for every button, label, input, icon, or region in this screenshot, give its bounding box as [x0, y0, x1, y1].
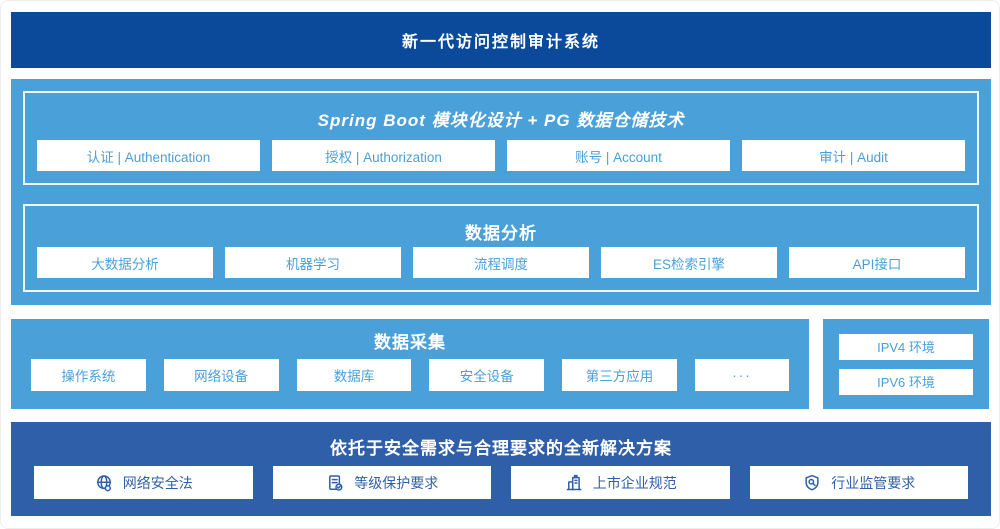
source-database: 数据库: [296, 359, 412, 391]
module-account: 账号 | Account: [507, 140, 730, 171]
solution-item-industry-regulation: 行业监管要求: [749, 466, 968, 499]
solution-item-listed-company: 上市企业规范: [511, 466, 730, 499]
solution-item-cybersecurity-law: 网络安全法: [34, 466, 253, 499]
module-api: API接口: [789, 247, 965, 278]
env-ipv6: IPV6 环境: [839, 368, 973, 395]
module-authentication: 认证 | Authentication: [37, 140, 260, 171]
globe-network-icon: [94, 473, 114, 493]
module-es-search: ES检索引擎: [601, 247, 777, 278]
system-title-banner: 新一代访问控制审计系统: [11, 12, 991, 68]
solution-items-row: 网络安全法 等级保护要求: [11, 466, 991, 499]
source-operating-system: 操作系统: [31, 359, 146, 391]
solution-item-classified-protection: 等级保护要求: [272, 466, 491, 499]
data-analysis-section: 数据分析 大数据分析 机器学习 流程调度 ES检索引擎 API接口: [23, 204, 979, 292]
spring-boot-title: Spring Boot 模块化设计 + PG 数据仓储技术: [317, 111, 685, 130]
building-icon: [564, 473, 584, 493]
env-ipv4: IPV4 环境: [839, 333, 973, 360]
platform-layer: Spring Boot 模块化设计 + PG 数据仓储技术 认证 | Authe…: [11, 79, 991, 305]
solution-item-label: 上市企业规范: [592, 474, 677, 491]
module-audit: 审计 | Audit: [742, 140, 965, 171]
module-machine-learning: 机器学习: [225, 247, 401, 278]
solution-item-label: 等级保护要求: [354, 474, 439, 491]
source-more-ellipsis: ···: [694, 359, 790, 391]
solution-title: 依托于安全需求与合理要求的全新解决方案: [330, 439, 672, 458]
module-authorization: 授权 | Authorization: [272, 140, 495, 171]
solution-item-label: 网络安全法: [122, 474, 193, 491]
source-network-device: 网络设备: [163, 359, 279, 391]
document-check-icon: [325, 473, 345, 493]
data-analysis-modules-row: 大数据分析 机器学习 流程调度 ES检索引擎 API接口: [25, 247, 977, 278]
source-third-party-app: 第三方应用: [562, 359, 677, 391]
solution-item-label: 行业监管要求: [831, 474, 916, 491]
source-security-device: 安全设备: [429, 359, 545, 391]
spring-boot-modules-row: 认证 | Authentication 授权 | Authorization 账…: [25, 140, 977, 171]
module-big-data: 大数据分析: [37, 247, 213, 278]
data-collection-title: 数据采集: [374, 333, 446, 352]
data-collection-sources-row: 操作系统 网络设备 数据库 安全设备 第三方应用 ···: [11, 359, 809, 391]
data-analysis-title: 数据分析: [465, 224, 537, 243]
shield-search-icon: [802, 473, 822, 493]
environment-panel: IPV4 环境 IPV6 环境: [823, 319, 989, 409]
module-workflow-scheduling: 流程调度: [413, 247, 589, 278]
data-collection-section: 数据采集 操作系统 网络设备 数据库 安全设备 第三方应用 ···: [11, 319, 809, 409]
system-title: 新一代访问控制审计系统: [401, 34, 600, 51]
spring-boot-section: Spring Boot 模块化设计 + PG 数据仓储技术 认证 | Authe…: [23, 91, 979, 185]
solution-section: 依托于安全需求与合理要求的全新解决方案 网络安全法: [11, 422, 991, 516]
